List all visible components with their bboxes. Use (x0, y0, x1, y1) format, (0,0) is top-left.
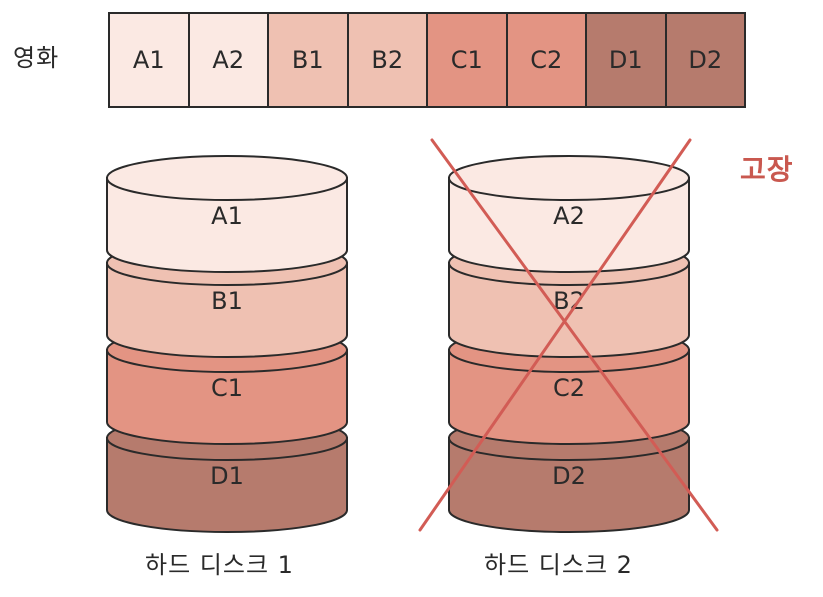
platter-label: D2 (552, 462, 586, 490)
platter-label: A1 (211, 202, 243, 230)
platter-label: B1 (211, 287, 243, 315)
platter-label: D1 (210, 462, 244, 490)
platter-label: C2 (553, 374, 585, 402)
failure-label: 고장 (740, 148, 794, 188)
platter-a1: A1 (107, 156, 347, 272)
disk2-label: 하드 디스크 2 (484, 545, 633, 580)
platter-label: A2 (553, 202, 585, 230)
hard-disk-1: D1 C1 B1 A1 (107, 156, 347, 532)
disk1-label: 하드 디스크 1 (145, 545, 294, 580)
platter-label: C1 (211, 374, 243, 402)
